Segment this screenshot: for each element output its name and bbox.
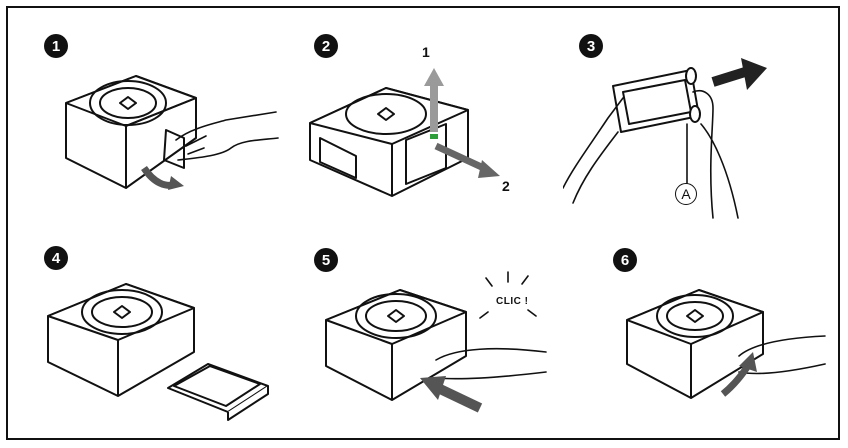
cassette-handling-illustration	[563, 58, 767, 219]
step-1-badge: 1	[44, 34, 68, 58]
click-sound-text: CLIC !	[496, 296, 529, 307]
step-3-badge: 3	[579, 34, 603, 58]
step-4-badge: 4	[44, 246, 68, 270]
step-2-panel: 2 1 2	[296, 28, 566, 233]
step-5-badge: 5	[314, 248, 338, 272]
step-6-badge: 6	[613, 248, 637, 272]
cassette-insert-illustration	[47, 283, 269, 421]
step-6-panel: 6	[563, 240, 833, 445]
part-a-callout: A	[675, 183, 697, 205]
printer-close-cover-illustration	[626, 289, 826, 399]
direction-label-1: 1	[422, 44, 430, 60]
step-3-panel: 3 A	[563, 28, 833, 233]
printer-remove-cassette-illustration	[309, 68, 500, 197]
step-4-panel: 4	[26, 240, 296, 445]
printer-open-cover-illustration	[65, 75, 279, 190]
step-5-panel: 5 CLIC !	[296, 240, 566, 445]
instruction-frame: 1 2 1 2	[6, 6, 840, 440]
step-2-badge: 2	[314, 34, 338, 58]
direction-label-2: 2	[502, 178, 510, 194]
cassette-push-in-illustration	[325, 271, 547, 413]
step-1-panel: 1	[26, 28, 296, 233]
